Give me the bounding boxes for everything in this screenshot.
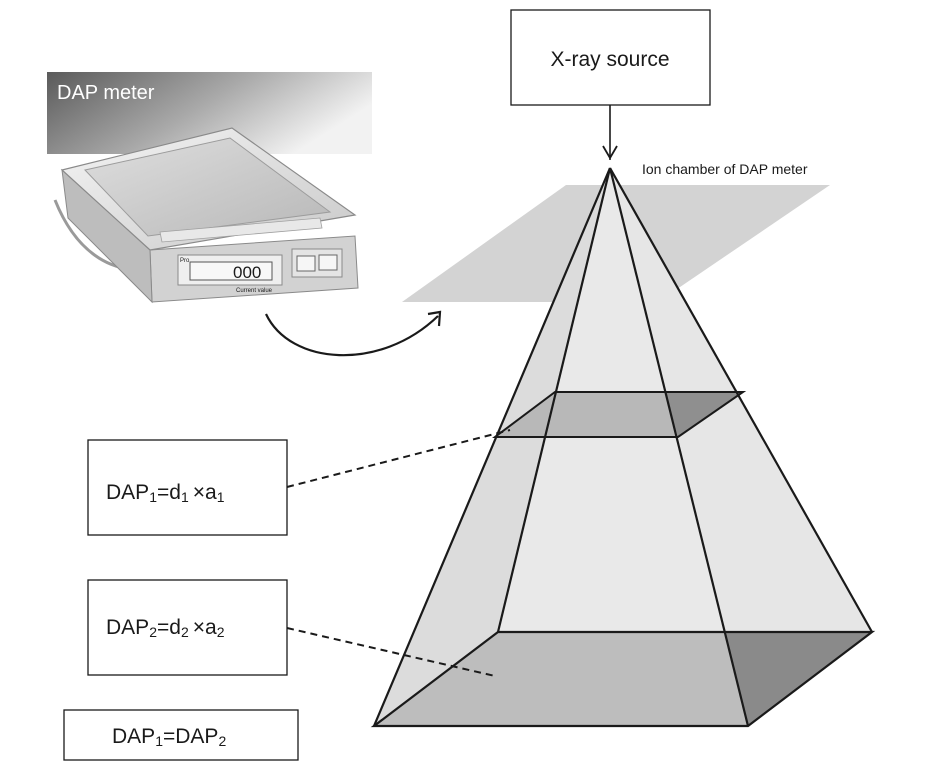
meter-to-chamber-arrow [265,313,439,357]
pyramid-right-face [610,168,872,726]
meter-display [189,261,273,281]
section-2-outline [370,630,876,728]
source-arrow-head [602,145,618,160]
edge-front-left [372,167,612,727]
edge-back-right [609,167,873,633]
section-1-outline [492,391,747,438]
equality: DAP1=DAP2 [112,725,226,749]
equation-1-leader [286,429,511,488]
x-ray-source-label: X-ray source [550,48,669,71]
meter-panel-text: Pro [180,258,190,264]
meter-glass [84,137,332,237]
x-ray-beam-pyramid [370,167,876,728]
meter-button-right [318,254,338,271]
edge-back-left [496,167,612,633]
meter-caption: Current value [236,288,273,294]
ion-chamber-label: Ion chamber of DAP meter [642,161,808,177]
meter-button-left [296,255,316,272]
dap-meter-title: DAP meter [57,82,155,104]
section-1-right [665,392,743,437]
equation-2-box [87,579,288,676]
equation-1: DAP1=d1×a1 [106,481,225,505]
section-2-right [725,632,872,726]
dap-meter-photo: DAP meter Pro 000 Current value [47,72,372,304]
equality-box [63,709,299,761]
meter-display-digits: 000 [233,263,261,282]
equation-1-box [87,439,288,536]
curved-arrow-head [427,310,442,327]
meter-label-strip [159,217,323,243]
equation-2: DAP2=d2×a2 [106,616,225,640]
x-ray-source-box [510,9,711,106]
